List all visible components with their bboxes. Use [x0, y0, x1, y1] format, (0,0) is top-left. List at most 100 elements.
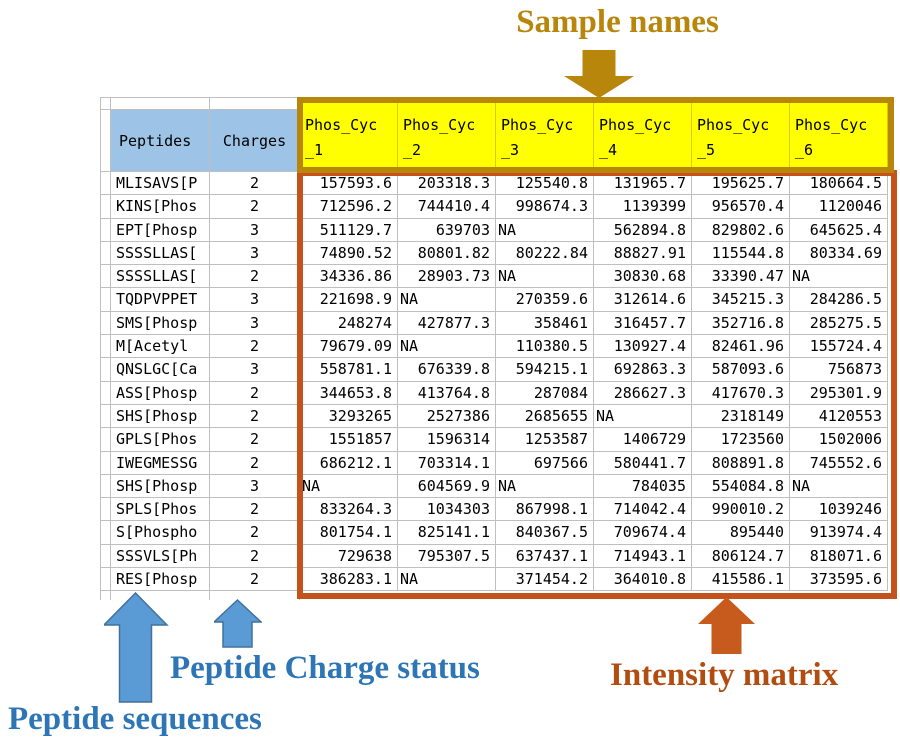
cell-intensity[interactable]: 580441.7: [594, 451, 692, 475]
cell-intensity[interactable]: 714042.4: [594, 498, 692, 522]
row-stub-cell[interactable]: [100, 311, 111, 336]
cell-intensity[interactable]: 74890.52: [300, 241, 398, 266]
column-header-sample-6[interactable]: Phos_Cyc_6: [790, 97, 888, 172]
cell-intensity[interactable]: 703314.1: [398, 451, 496, 475]
cell-intensity[interactable]: 676339.8: [398, 358, 496, 382]
cell-intensity[interactable]: 756873: [790, 358, 888, 382]
cell-intensity[interactable]: 270359.6: [496, 288, 594, 312]
cell-intensity[interactable]: 604569.9: [398, 474, 496, 499]
cell-charge[interactable]: 2: [210, 428, 300, 452]
cell-intensity[interactable]: 990010.2: [692, 498, 790, 522]
row-stub-cell[interactable]: [100, 428, 111, 452]
cell-intensity[interactable]: 1120046: [790, 195, 888, 219]
cell-intensity[interactable]: 1139399: [594, 195, 692, 219]
cell-peptide[interactable]: SHS[Phosp: [111, 474, 210, 499]
cell-intensity[interactable]: 82461.96: [692, 335, 790, 359]
blank-cell[interactable]: [111, 97, 210, 110]
cell-charge[interactable]: 2: [210, 521, 300, 545]
cell-intensity[interactable]: 371454.2: [496, 568, 594, 592]
cell-intensity[interactable]: 956570.4: [692, 195, 790, 219]
cell-intensity[interactable]: 195625.7: [692, 172, 790, 196]
cell-charge[interactable]: 2: [210, 568, 300, 592]
cell-charge[interactable]: 2: [210, 265, 300, 289]
cell-peptide[interactable]: SSSSLLAS[: [111, 241, 210, 266]
cell-intensity[interactable]: 427877.3: [398, 311, 496, 336]
cell-intensity[interactable]: 131965.7: [594, 172, 692, 196]
column-header-sample-2[interactable]: Phos_Cyc_2: [398, 97, 496, 172]
cell-intensity[interactable]: NA: [496, 474, 594, 499]
row-stub-cell[interactable]: [100, 218, 111, 242]
cell-intensity[interactable]: NA: [594, 404, 692, 429]
cell-intensity[interactable]: 745552.6: [790, 451, 888, 475]
cell-intensity[interactable]: 417670.3: [692, 381, 790, 405]
cell-intensity[interactable]: 386283.1: [300, 568, 398, 592]
cell-intensity[interactable]: 867998.1: [496, 498, 594, 522]
cell-peptide[interactable]: RES[Phosp: [111, 568, 210, 592]
cell-intensity[interactable]: 829802.6: [692, 218, 790, 242]
cell-intensity[interactable]: 180664.5: [790, 172, 888, 196]
cell-intensity[interactable]: 1502006: [790, 428, 888, 452]
row-stub-cell[interactable]: [100, 195, 111, 219]
row-stub-cell[interactable]: [100, 241, 111, 266]
cell-charge[interactable]: 2: [210, 335, 300, 359]
cell-peptide[interactable]: IWEGMESSG: [111, 451, 210, 475]
row-stub-cell[interactable]: [100, 288, 111, 312]
cell-intensity[interactable]: 562894.8: [594, 218, 692, 242]
cell-intensity[interactable]: 28903.73: [398, 265, 496, 289]
cell-intensity[interactable]: 686212.1: [300, 451, 398, 475]
cell-intensity[interactable]: 729638: [300, 544, 398, 569]
cell-intensity[interactable]: 30830.68: [594, 265, 692, 289]
cell-peptide[interactable]: SPLS[Phos: [111, 498, 210, 522]
cell-peptide[interactable]: SMS[Phosp: [111, 311, 210, 336]
cell-intensity[interactable]: 2527386: [398, 404, 496, 429]
cell-intensity[interactable]: 587093.6: [692, 358, 790, 382]
cell-intensity[interactable]: NA: [398, 335, 496, 359]
cell-charge[interactable]: 3: [210, 358, 300, 382]
cell-intensity[interactable]: 795307.5: [398, 544, 496, 569]
cell-intensity[interactable]: 358461: [496, 311, 594, 336]
cell-intensity[interactable]: NA: [398, 288, 496, 312]
cell-intensity[interactable]: NA: [300, 474, 398, 499]
blank-cell[interactable]: [210, 97, 300, 110]
cell-intensity[interactable]: NA: [496, 265, 594, 289]
row-stub-cell[interactable]: [100, 381, 111, 405]
cell-charge[interactable]: 2: [210, 498, 300, 522]
cell-intensity[interactable]: 558781.1: [300, 358, 398, 382]
cell-intensity[interactable]: 415586.1: [692, 568, 790, 592]
cell-intensity[interactable]: 79679.09: [300, 335, 398, 359]
cell-intensity[interactable]: 364010.8: [594, 568, 692, 592]
cell-intensity[interactable]: NA: [790, 265, 888, 289]
cell-intensity[interactable]: 806124.7: [692, 544, 790, 569]
cell-intensity[interactable]: 714943.1: [594, 544, 692, 569]
blank-cell[interactable]: [111, 591, 210, 601]
row-stub-cell[interactable]: [100, 568, 111, 592]
row-stub-cell[interactable]: [100, 110, 111, 172]
cell-intensity[interactable]: NA: [398, 568, 496, 592]
cell-charge[interactable]: 3: [210, 474, 300, 499]
column-header-charges[interactable]: Charges: [210, 110, 300, 172]
cell-intensity[interactable]: 1596314: [398, 428, 496, 452]
cell-intensity[interactable]: 115544.8: [692, 241, 790, 266]
cell-intensity[interactable]: 413764.8: [398, 381, 496, 405]
cell-intensity[interactable]: 295301.9: [790, 381, 888, 405]
cell-intensity[interactable]: 155724.4: [790, 335, 888, 359]
cell-intensity[interactable]: 221698.9: [300, 288, 398, 312]
cell-charge[interactable]: 3: [210, 218, 300, 242]
cell-intensity[interactable]: 157593.6: [300, 172, 398, 196]
cell-peptide[interactable]: SHS[Phosp: [111, 404, 210, 429]
cell-intensity[interactable]: 801754.1: [300, 521, 398, 545]
cell-intensity[interactable]: 352716.8: [692, 311, 790, 336]
cell-intensity[interactable]: 312614.6: [594, 288, 692, 312]
cell-peptide[interactable]: MLISAVS[P: [111, 172, 210, 196]
cell-peptide[interactable]: QNSLGC[Ca: [111, 358, 210, 382]
cell-intensity[interactable]: 709674.4: [594, 521, 692, 545]
cell-intensity[interactable]: 285275.5: [790, 311, 888, 336]
row-stub-cell[interactable]: [100, 474, 111, 499]
cell-charge[interactable]: 2: [210, 404, 300, 429]
cell-intensity[interactable]: 125540.8: [496, 172, 594, 196]
row-stub-cell[interactable]: [100, 335, 111, 359]
cell-intensity[interactable]: 33390.47: [692, 265, 790, 289]
cell-intensity[interactable]: NA: [496, 218, 594, 242]
cell-intensity[interactable]: 284286.5: [790, 288, 888, 312]
cell-charge[interactable]: 2: [210, 195, 300, 219]
